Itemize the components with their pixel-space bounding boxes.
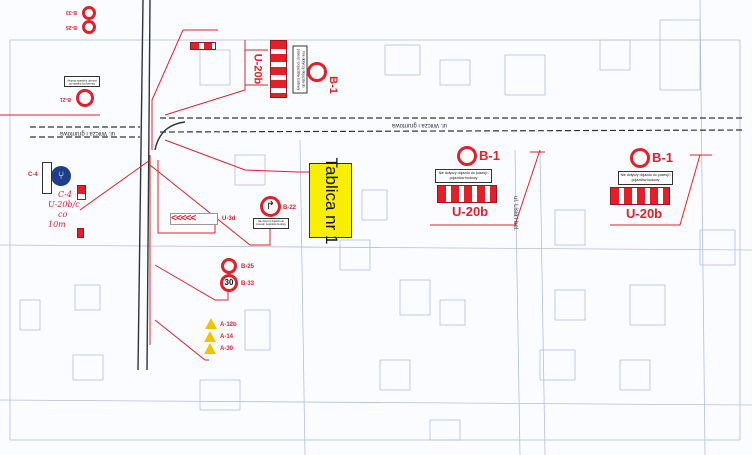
plate-vertical	[42, 162, 52, 194]
street-label-main: ul. Wilcza i gruntowa	[392, 122, 448, 128]
b1-label-right: B-1	[652, 150, 673, 165]
b33-value: 30	[224, 278, 234, 287]
info-plate-topleft: Nie dotyczy dojazdu do posesji i pojazdó…	[64, 76, 100, 87]
b25-no-overtaking-sign	[221, 258, 237, 274]
b1-sign-top	[307, 62, 327, 82]
u20b-barrier-mid	[437, 185, 497, 203]
a14-label: A-14	[220, 334, 234, 340]
note-line-3: co	[58, 210, 68, 219]
handwritten-note: C-4 U-20b/c co 10m	[48, 190, 80, 230]
a12b-warning-sign	[205, 318, 217, 329]
u20c-barrier-left	[77, 228, 84, 238]
info-plate-mid: Nie dotyczy dojazdu do posesji i pojazdó…	[435, 169, 492, 183]
info-plate-top: Nie dotyczy dojazdu do posesji i pojazdó…	[292, 45, 308, 94]
b1-label-top: B-1	[326, 76, 339, 94]
u3d-chevron-board: <<<<<	[170, 213, 218, 225]
u3d-label: U-3d	[222, 216, 236, 222]
u20b-barrier-right	[610, 187, 670, 205]
u20b-barrier-small	[190, 42, 216, 50]
c4-label: C-4	[28, 172, 38, 178]
b25-label: B-25	[241, 264, 255, 270]
note-line-4: 10m	[48, 220, 66, 229]
u20b-label-mid: U-20b	[452, 204, 489, 219]
b1-label-mid: B-1	[479, 148, 500, 163]
board-label: Tablica nr 1	[321, 157, 341, 244]
a30-label: A-30	[220, 346, 234, 352]
a30-warning-sign	[204, 343, 216, 354]
u20b-label-top: U-20b	[251, 53, 264, 85]
u20b-label-right: U-20b	[626, 206, 663, 221]
b22-no-right-turn-sign: ↱	[260, 196, 281, 217]
b21-no-left-turn-sign	[76, 89, 94, 107]
a14-roadworks-sign	[204, 331, 216, 342]
note-line-1: C-4	[58, 190, 72, 199]
b25-label-topleft: B-25	[66, 24, 77, 30]
a12b-label: A-12b	[220, 322, 237, 328]
b1-sign-mid	[457, 146, 477, 166]
info-plate-right: Nie dotyczy dojazdu do posesji i pojazdó…	[618, 171, 673, 185]
b1-sign-right	[630, 148, 650, 168]
street-label-side: ul. Lisia i bel.	[511, 196, 518, 231]
board-tablica-1: Tablica nr 1	[309, 157, 352, 244]
u20b-barrier-left	[77, 185, 86, 200]
b22-label: B-22	[283, 205, 297, 211]
u20b-barrier-top	[270, 40, 287, 98]
b33-sign-topleft	[82, 6, 96, 20]
b33-label-topleft: B-33	[66, 9, 77, 15]
street-label-main-left: ul. Wilcza i gruntowa	[60, 130, 116, 136]
c4-mandatory-sign: ⑂	[51, 166, 71, 186]
info-plate-b22: Nie dotyczy dojazdu do posesji i pojazdó…	[253, 218, 289, 229]
note-line-2: U-20b/c	[48, 200, 80, 209]
b33-speed-limit-sign: 30	[220, 274, 238, 292]
b25-sign-topleft	[82, 20, 96, 34]
b21-label: B-21	[60, 96, 71, 102]
b33-label: B-33	[241, 281, 255, 287]
